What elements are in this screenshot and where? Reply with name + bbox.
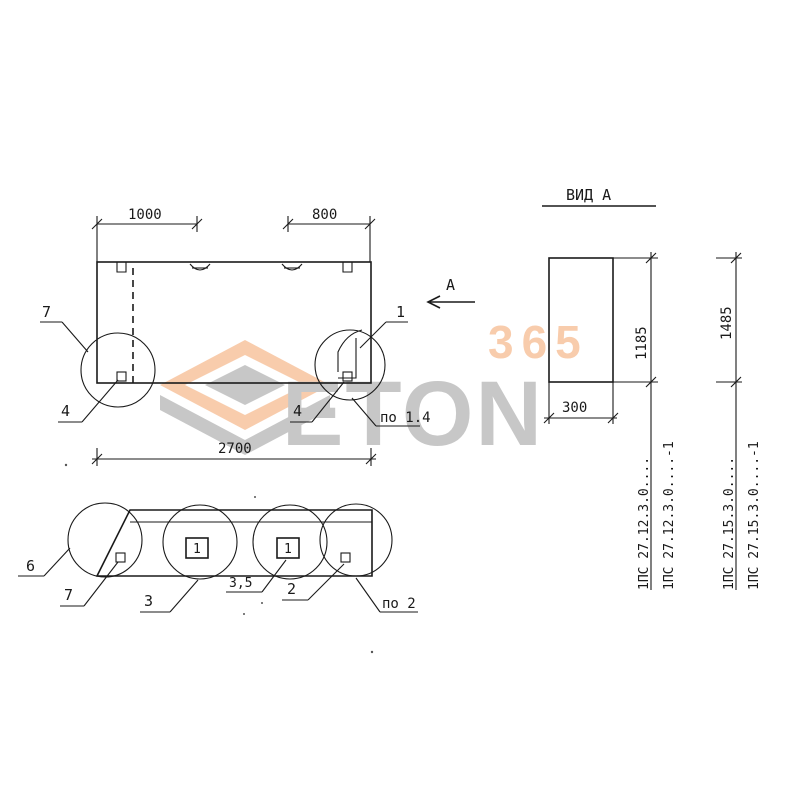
callout-po-2-label: по 2 <box>382 596 416 612</box>
callout-2: 2 <box>282 563 345 601</box>
view-a-arrow: А <box>426 276 475 309</box>
dim-1185: 1185 <box>613 252 658 392</box>
callout-6: 6 <box>18 547 71 577</box>
callout-po-2: по 2 <box>355 577 418 613</box>
callout-1: 1 <box>359 303 408 349</box>
watermark-brand: ETON <box>282 363 544 465</box>
callout-2-label: 2 <box>287 580 296 598</box>
callout-3-5-label: 3,5 <box>229 576 252 591</box>
label-1ps-27-15: 1ПС 27.15.3.0.... <box>722 457 737 590</box>
side-block-outline <box>548 257 614 383</box>
callout-3-label: 3 <box>144 592 153 610</box>
dim-300: 300 <box>543 382 619 424</box>
side-labels-1185: 1ПС 27.12.3.0.... 1ПС 27.12.3.0....-1 <box>637 392 677 590</box>
callout-4-right-label: 4 <box>293 402 302 420</box>
label-1ps-27-15-1: 1ПС 27.15.3.0....-1 <box>747 441 762 590</box>
view-a-arrow-label: А <box>446 276 455 294</box>
callout-1-label: 1 <box>396 303 405 321</box>
callout-3-5: 3,5 <box>226 559 287 593</box>
front-view: 1000 800 2700 А <box>40 207 475 466</box>
dim-800-label: 800 <box>312 207 337 223</box>
callout-4-left-label: 4 <box>61 402 70 420</box>
label-1ps-27-12-1: 1ПС 27.12.3.0....-1 <box>662 441 677 590</box>
dim-2700: 2700 <box>91 441 377 466</box>
label-1ps-27-12: 1ПС 27.12.3.0.... <box>637 457 652 590</box>
callout-3: 3 <box>140 579 199 613</box>
plan-mark-box-right <box>276 537 300 559</box>
plan-mark-box-left <box>185 537 209 559</box>
detail-circle-right <box>314 329 386 401</box>
side-view-title: ВИД А <box>566 186 611 204</box>
watermark-logo-icon <box>160 340 330 455</box>
plan-circle-left <box>67 502 143 578</box>
callout-po-1-4-label: по 1.4 <box>380 410 431 426</box>
side-labels-1485: 1ПС 27.15.3.0.... 1ПС 27.15.3.0....-1 <box>722 392 762 590</box>
dim-800: 800 <box>282 207 376 262</box>
side-view: ВИД А 300 1185 1ПС 27.12.3.0.... 1ПС 27.… <box>542 186 762 590</box>
dim-1485: 1485 <box>716 252 742 392</box>
callout-4-left: 4 <box>58 379 119 423</box>
plan-circle-mid-right <box>252 504 328 580</box>
dim-1000-label: 1000 <box>128 207 162 223</box>
watermark-number: 365 <box>488 316 589 368</box>
callout-7-plan: 7 <box>60 561 119 607</box>
callout-6-label: 6 <box>26 557 35 575</box>
callout-7-front: 7 <box>40 303 89 353</box>
plan-circle-mid-left <box>162 504 238 580</box>
dim-1185-label: 1185 <box>634 326 650 360</box>
plan-circle-right <box>319 503 393 577</box>
dim-1000: 1000 <box>91 207 203 262</box>
watermark: 365 ETON <box>160 316 589 465</box>
plan-mark-right-label: 1 <box>284 542 292 557</box>
plan-view: 1 1 6 7 3 3,5 2 <box>18 502 418 613</box>
detail-circle-left <box>80 332 156 408</box>
front-block-outline <box>96 261 372 384</box>
callout-po-1-4: по 1.4 <box>351 397 431 427</box>
plan-mark-left-label: 1 <box>193 542 201 557</box>
callout-7-plan-label: 7 <box>64 586 73 604</box>
scan-specks <box>64 463 374 654</box>
plan-block-outline <box>95 509 373 577</box>
dim-1485-label: 1485 <box>719 306 735 340</box>
dim-300-label: 300 <box>562 400 587 416</box>
callout-4-right: 4 <box>290 381 345 423</box>
dim-2700-label: 2700 <box>218 441 252 457</box>
callout-7-front-label: 7 <box>42 303 51 321</box>
